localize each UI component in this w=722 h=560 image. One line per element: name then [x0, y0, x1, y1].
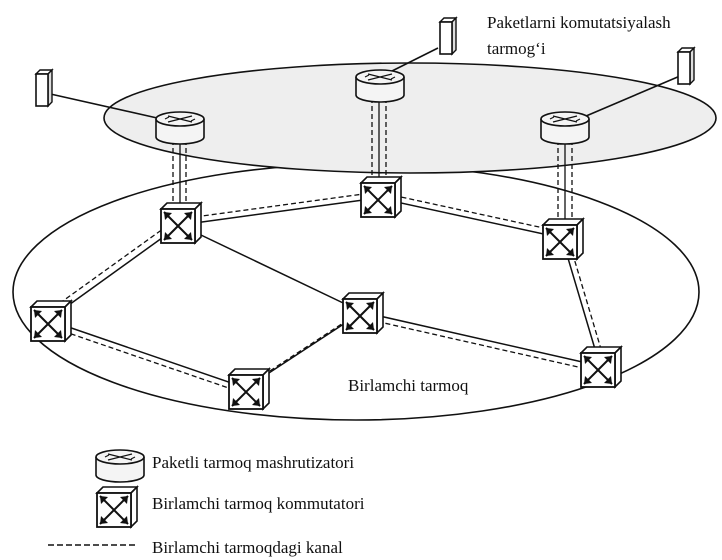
- router-icon: [355, 69, 405, 103]
- terminal-icon: [35, 69, 53, 107]
- legend-router-label: Paketli tarmoq mashrutizatori: [152, 453, 355, 472]
- switch-icon: [542, 218, 584, 260]
- switch-icon: [228, 368, 270, 410]
- switch-icon: [30, 300, 72, 342]
- switch-icon: [342, 292, 384, 334]
- packet-network-plane: [103, 62, 717, 174]
- legend-channel-label: Birlamchi tarmoqdagi kanal: [152, 538, 343, 557]
- switch-icon: [360, 176, 402, 218]
- terminal-icon: [677, 47, 695, 85]
- switch-icon: [580, 346, 622, 388]
- packet-network-title-line1: Paketlarni komutatsiyalash: [487, 13, 671, 32]
- terminal-links: [45, 47, 681, 123]
- primary-network-label: Birlamchi tarmoq: [348, 376, 469, 395]
- packet-network-title-line2: tarmog‘i: [487, 39, 546, 58]
- router-icon: [540, 111, 590, 145]
- legend-switch-label: Birlamchi tarmoq kommutatori: [152, 494, 365, 513]
- switch-icon: [160, 202, 202, 244]
- router-switch-links: [172, 98, 573, 222]
- legend-router-icon: [95, 449, 145, 483]
- legend-switch-icon: [96, 486, 138, 528]
- primary-links-dashed: [41, 191, 607, 395]
- terminal-icon: [439, 17, 457, 55]
- router-icon: [155, 111, 205, 145]
